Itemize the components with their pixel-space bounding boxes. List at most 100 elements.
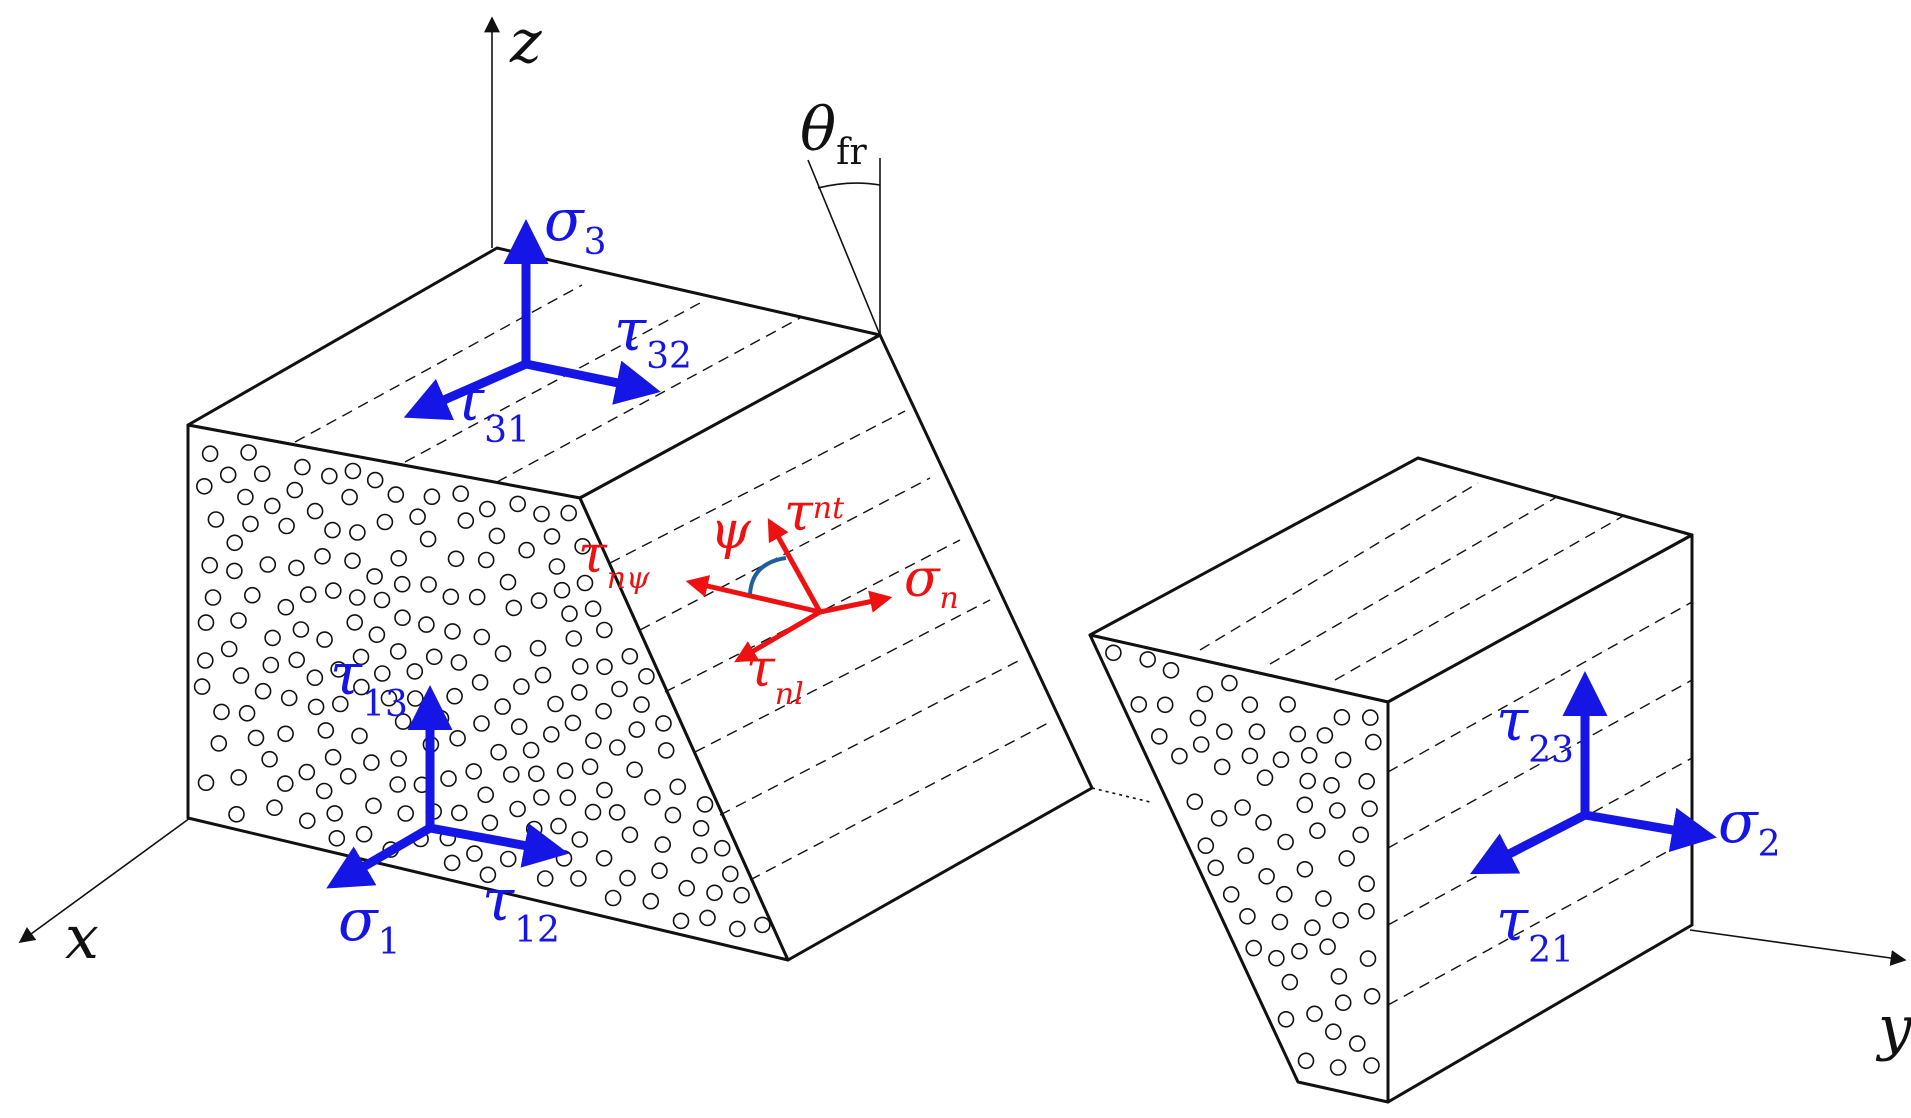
sigma2-arrow	[1584, 807, 1717, 853]
fiber-circle	[1330, 968, 1348, 985]
fiber-circle	[1151, 728, 1168, 745]
fiber-circle	[238, 704, 256, 722]
fiber-circle	[1359, 950, 1377, 967]
fiber-circle	[669, 778, 687, 796]
fiber-circle	[596, 781, 613, 799]
fiber-circle	[328, 829, 346, 847]
fiber-circle	[621, 647, 639, 665]
fiber-circle	[1276, 885, 1293, 903]
fiber-circle	[247, 729, 265, 747]
fiber-circle	[502, 766, 520, 783]
fiber-circle	[280, 689, 298, 707]
fiber-circle	[226, 534, 243, 552]
fiber-circle	[510, 718, 528, 736]
fiber-circle	[317, 722, 335, 739]
fiber-circle	[288, 559, 305, 577]
fracture-plane-stress-arrows	[685, 518, 893, 663]
fiber-circle	[1296, 860, 1314, 878]
fiber-circle	[754, 916, 771, 934]
fiber-circle	[728, 920, 746, 938]
fiber-circle	[204, 589, 222, 606]
fiber-circle	[449, 729, 466, 747]
sigma-n-arrow	[819, 590, 893, 615]
fiber-circle	[242, 515, 259, 533]
fiber-circle	[494, 645, 512, 662]
fiber-circle	[1207, 859, 1224, 877]
fiber-circle	[1304, 919, 1321, 937]
fiber-circle	[450, 654, 468, 671]
fiber-circle	[420, 576, 437, 593]
fiber-circle	[1334, 751, 1352, 769]
fiber-circle	[346, 614, 364, 631]
fiber-circle	[341, 488, 358, 506]
fiber-circle	[447, 550, 465, 568]
fiber-circle	[548, 558, 566, 575]
fiber-circle	[1306, 1005, 1323, 1023]
fiber-circle	[699, 909, 716, 927]
fiber-circle	[237, 488, 254, 506]
tau31-label: τ31	[452, 366, 530, 451]
fiber-circle	[1105, 644, 1122, 662]
psi-label: ψ	[710, 501, 752, 561]
fiber-circle	[522, 741, 540, 759]
fiber-circle	[1171, 747, 1188, 765]
fiber-circle	[442, 588, 460, 606]
fiber-circle	[1323, 776, 1340, 794]
fiber-circle	[230, 612, 247, 629]
fiber-circle	[543, 528, 561, 545]
fiber-circle	[595, 849, 613, 867]
coordinate-axes	[18, 16, 1907, 966]
fiber-circle	[232, 667, 250, 684]
left-block	[186, 246, 1094, 962]
fiber-circle	[1216, 723, 1233, 741]
fiber-circle	[604, 889, 622, 907]
fiber-circle	[1358, 902, 1375, 920]
fiber-circle	[397, 805, 415, 822]
fiber-circle	[219, 466, 237, 484]
fiber-circle	[330, 661, 347, 678]
fiber-circle	[672, 912, 690, 930]
x-axis-line	[18, 817, 191, 943]
fiber-circle	[642, 892, 660, 910]
fiber-circle	[390, 549, 408, 567]
fiber-circle	[527, 765, 545, 783]
sigma3-label: σ3	[544, 186, 607, 263]
sigma1-label: σ1	[338, 886, 401, 963]
fiber-circle	[626, 761, 643, 779]
tau13-label: τ13	[330, 640, 408, 725]
fiber-circle	[201, 556, 218, 574]
fiber-circle	[608, 739, 626, 756]
tau31-arrow	[403, 359, 528, 421]
fiber-circle	[490, 743, 507, 761]
fiber-circle	[263, 497, 281, 515]
fiber-circle	[228, 805, 245, 823]
fiber-circle	[721, 865, 739, 883]
fiber-circle	[389, 643, 407, 660]
tau12-arrow	[429, 823, 569, 868]
right-face-stress-arrows	[1469, 671, 1717, 875]
sigma1-arrow	[326, 824, 433, 889]
fiber-circle	[366, 471, 384, 489]
tau-nt-label: τnt	[784, 483, 845, 543]
fiber-circle	[1289, 725, 1307, 743]
fiber-circle	[294, 458, 311, 476]
tau-npsi-label: τnψ	[578, 525, 650, 596]
fiber-circle	[324, 582, 342, 599]
fiber-circle	[298, 812, 316, 830]
fiber-circle	[1241, 747, 1259, 765]
fiber-circle	[363, 754, 380, 771]
fiber-circle	[1352, 826, 1369, 844]
fiber-circle	[1363, 1057, 1380, 1074]
fiber-circle	[1234, 799, 1251, 816]
fiber-circle	[468, 588, 486, 606]
fiber-circle	[713, 839, 731, 857]
fiber-circle	[452, 485, 470, 503]
sigma-n-label: σn	[904, 549, 959, 616]
fiber-circle	[561, 605, 578, 623]
fiber-circle	[266, 799, 283, 817]
fiber-circle	[394, 609, 411, 627]
fiber-circle	[584, 600, 602, 618]
fiber-circle	[1332, 911, 1349, 929]
fiber-circle	[633, 696, 650, 713]
fiber-circle	[1189, 709, 1207, 727]
